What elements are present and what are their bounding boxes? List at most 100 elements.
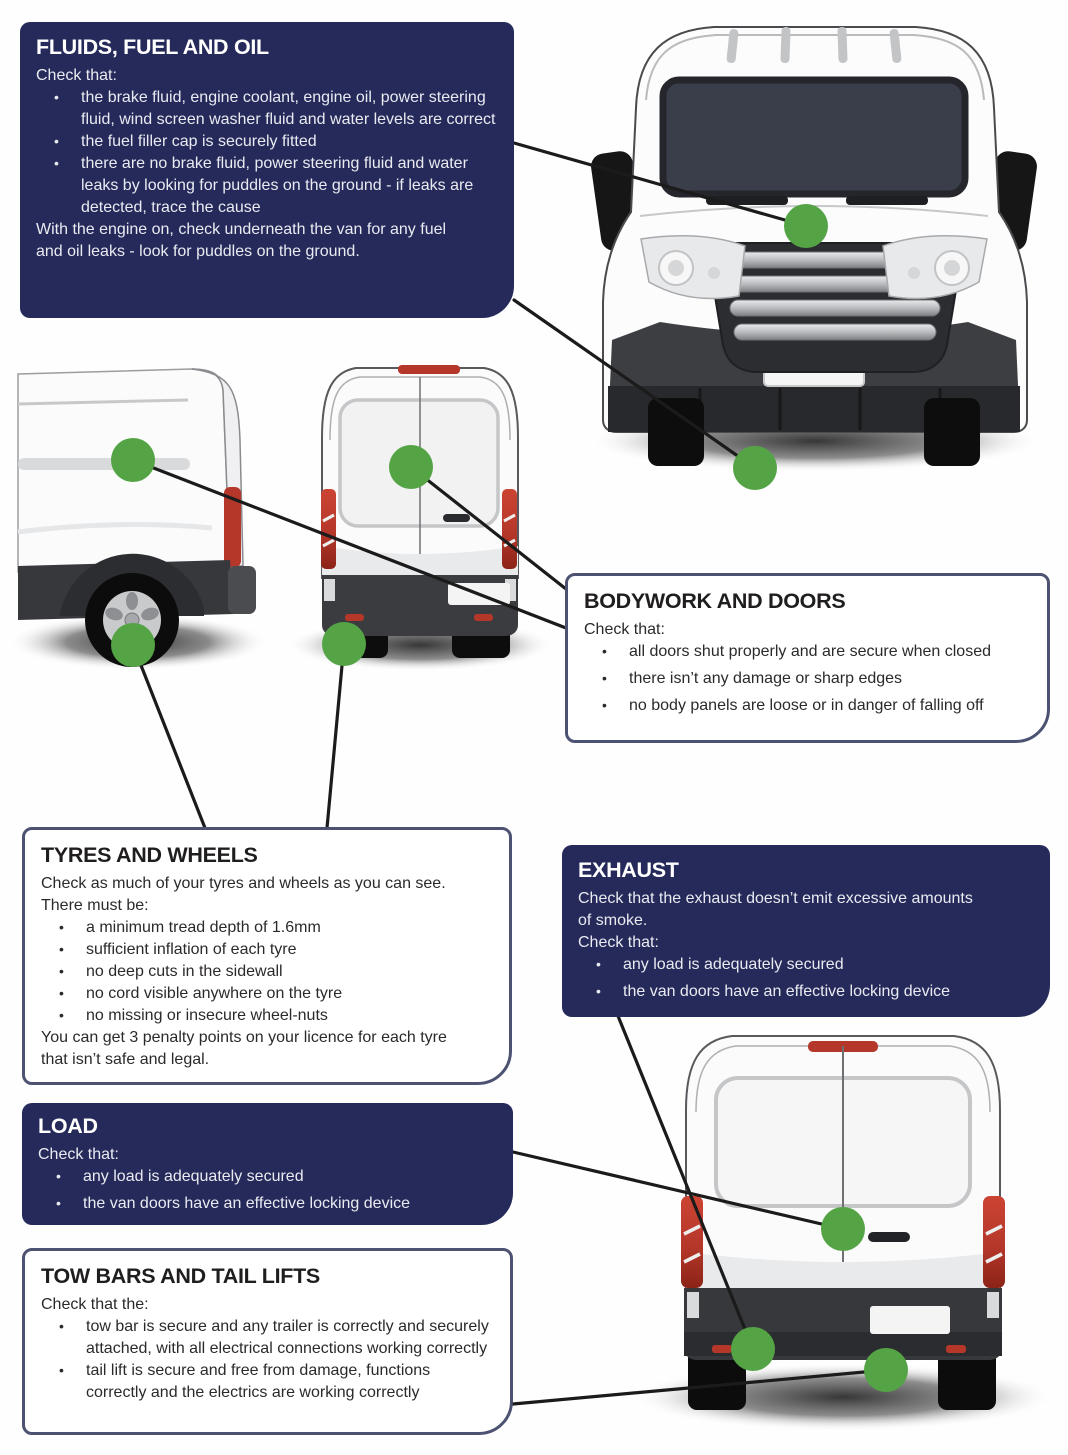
marker-dot-fluids-bonnet	[784, 204, 828, 248]
side-moulding	[18, 458, 190, 470]
leader-line-tyres-rear	[325, 642, 346, 830]
leader-line-fluids-ground	[512, 298, 757, 470]
leader-line-towbar	[511, 1368, 888, 1406]
panel-intro: Check as much of your tyres and wheels a…	[41, 874, 446, 914]
bullet-item: the van doors have an effective locking …	[38, 1193, 497, 1215]
tail-light-side	[224, 487, 241, 567]
roof-rib	[780, 27, 791, 64]
tail-light	[681, 1196, 703, 1288]
leader-line-load-doors	[511, 1150, 845, 1231]
panel-intro: Check that the exhaust doesn’t emit exce…	[578, 889, 973, 951]
panel-footer: With the engine on, check underneath the…	[36, 221, 447, 261]
bullet-item: tail lift is secure and free from damage…	[41, 1360, 494, 1404]
bullet-item: no deep cuts in the sidewall	[41, 961, 493, 983]
panel-intro: Check that:	[38, 1145, 119, 1163]
grille-bar	[733, 323, 937, 341]
reflector	[345, 614, 364, 621]
marker-dot-load-doors	[821, 1207, 865, 1251]
front-wheel	[648, 398, 704, 466]
bumper-corner-mark	[687, 1292, 699, 1318]
roof-rib	[726, 29, 739, 64]
headlight-lens	[708, 267, 720, 279]
high-brake-light	[398, 365, 460, 374]
bullet-list: any load is adequately secured the van do…	[38, 1166, 497, 1215]
panel-title: BODYWORK AND DOORS	[584, 589, 846, 613]
bullet-item: any load is adequately secured	[578, 954, 1034, 976]
roof-groove	[17, 398, 189, 406]
leader-line-tyres-wheel	[131, 643, 207, 830]
roof-rib	[837, 26, 848, 63]
tail-light	[502, 489, 517, 569]
marker-dot-exhaust	[731, 1327, 775, 1371]
panel-title: FLUIDS, FUEL AND OIL	[36, 35, 269, 59]
front-wheel	[924, 398, 980, 466]
marker-dot-fluids-ground	[733, 446, 777, 490]
bullet-item: no body panels are loose or in danger of…	[584, 695, 1031, 717]
bumper-corner-mark	[324, 579, 335, 601]
bullet-item: the van doors have an effective locking …	[578, 981, 1034, 1003]
panel-bodywork-doors: BODYWORK AND DOORS Check that: all doors…	[565, 573, 1050, 743]
headlight-lens	[908, 267, 920, 279]
leader-line-bodywork-door	[409, 465, 568, 591]
panel-tyres-wheels: TYRES AND WHEELS Check as much of your t…	[22, 827, 512, 1085]
rear-bumper-corner	[228, 566, 256, 614]
van-rear-small-illustration	[286, 365, 554, 671]
license-plate	[870, 1306, 950, 1334]
marker-dot-tyres-rear	[322, 622, 366, 666]
reflector	[712, 1345, 732, 1353]
bullet-item: the fuel filler cap is securely fitted	[36, 131, 498, 153]
van-front-illustration	[587, 26, 1043, 472]
panel-title: TYRES AND WHEELS	[41, 843, 258, 867]
leader-lines	[131, 141, 888, 1406]
bumper-corner-mark	[987, 1292, 999, 1318]
bullet-item: there are no brake fluid, power steering…	[36, 153, 498, 219]
panel-footer: You can get 3 penalty points on your lic…	[41, 1029, 447, 1069]
panel-intro: Check that the:	[41, 1295, 149, 1313]
headlight-lens	[944, 260, 960, 276]
marker-dot-bodywork-door	[389, 445, 433, 489]
tail-light-chevrons	[322, 513, 516, 548]
tail-light	[321, 489, 336, 569]
bumper-corner-mark	[505, 579, 516, 601]
leader-line-fluids-bonnet	[512, 141, 808, 228]
windshield	[659, 76, 969, 198]
headlight-lens	[668, 260, 684, 276]
marker-dot-tyres-wheel	[111, 623, 155, 667]
panel-title: TOW BARS AND TAIL LIFTS	[41, 1264, 320, 1288]
reflector	[474, 614, 493, 621]
panel-exhaust: EXHAUST Check that the exhaust doesn’t e…	[562, 845, 1050, 1017]
van-rear-large-illustration	[631, 1035, 1055, 1431]
reflector	[946, 1345, 966, 1353]
marker-dots	[111, 204, 908, 1392]
bullet-list: any load is adequately secured the van do…	[578, 954, 1034, 1003]
bullet-item: a minimum tread depth of 1.6mm	[41, 917, 493, 939]
bullet-list: a minimum tread depth of 1.6mmsufficient…	[41, 917, 493, 1027]
door-handle	[868, 1232, 910, 1242]
leader-line-bodywork-side	[131, 458, 568, 630]
roof-outline	[645, 34, 985, 101]
wiper-vent	[846, 196, 928, 205]
body-crease	[17, 522, 213, 535]
bullet-item: all doors shut properly and are secure w…	[584, 641, 1031, 663]
panel-intro: Check that:	[36, 66, 117, 84]
bullet-list: the brake fluid, engine coolant, engine …	[36, 87, 498, 219]
bullet-item: there isn’t any damage or sharp edges	[584, 668, 1031, 690]
bullet-item: no cord visible anywhere on the tyre	[41, 983, 493, 1005]
marker-dot-bodywork-side	[111, 438, 155, 482]
tail-light-chevrons	[683, 1224, 1003, 1264]
bullet-item: any load is adequately secured	[38, 1166, 497, 1188]
panel-fluids-fuel-oil: FLUIDS, FUEL AND OIL Check that: the bra…	[20, 22, 514, 318]
door-handle	[443, 514, 470, 522]
marker-dot-towbar	[864, 1348, 908, 1392]
leader-line-exhaust	[616, 1014, 755, 1351]
bullet-list: tow bar is secure and any trailer is cor…	[41, 1316, 494, 1404]
panel-intro: Check that:	[584, 620, 665, 638]
grille-bar	[729, 299, 941, 317]
tail-light	[983, 1196, 1005, 1288]
panel-load: LOAD Check that: any load is adequately …	[22, 1103, 513, 1225]
bullet-item: sufficient inflation of each tyre	[41, 939, 493, 961]
bullet-list: all doors shut properly and are secure w…	[584, 641, 1031, 717]
roof-rib	[889, 28, 902, 63]
